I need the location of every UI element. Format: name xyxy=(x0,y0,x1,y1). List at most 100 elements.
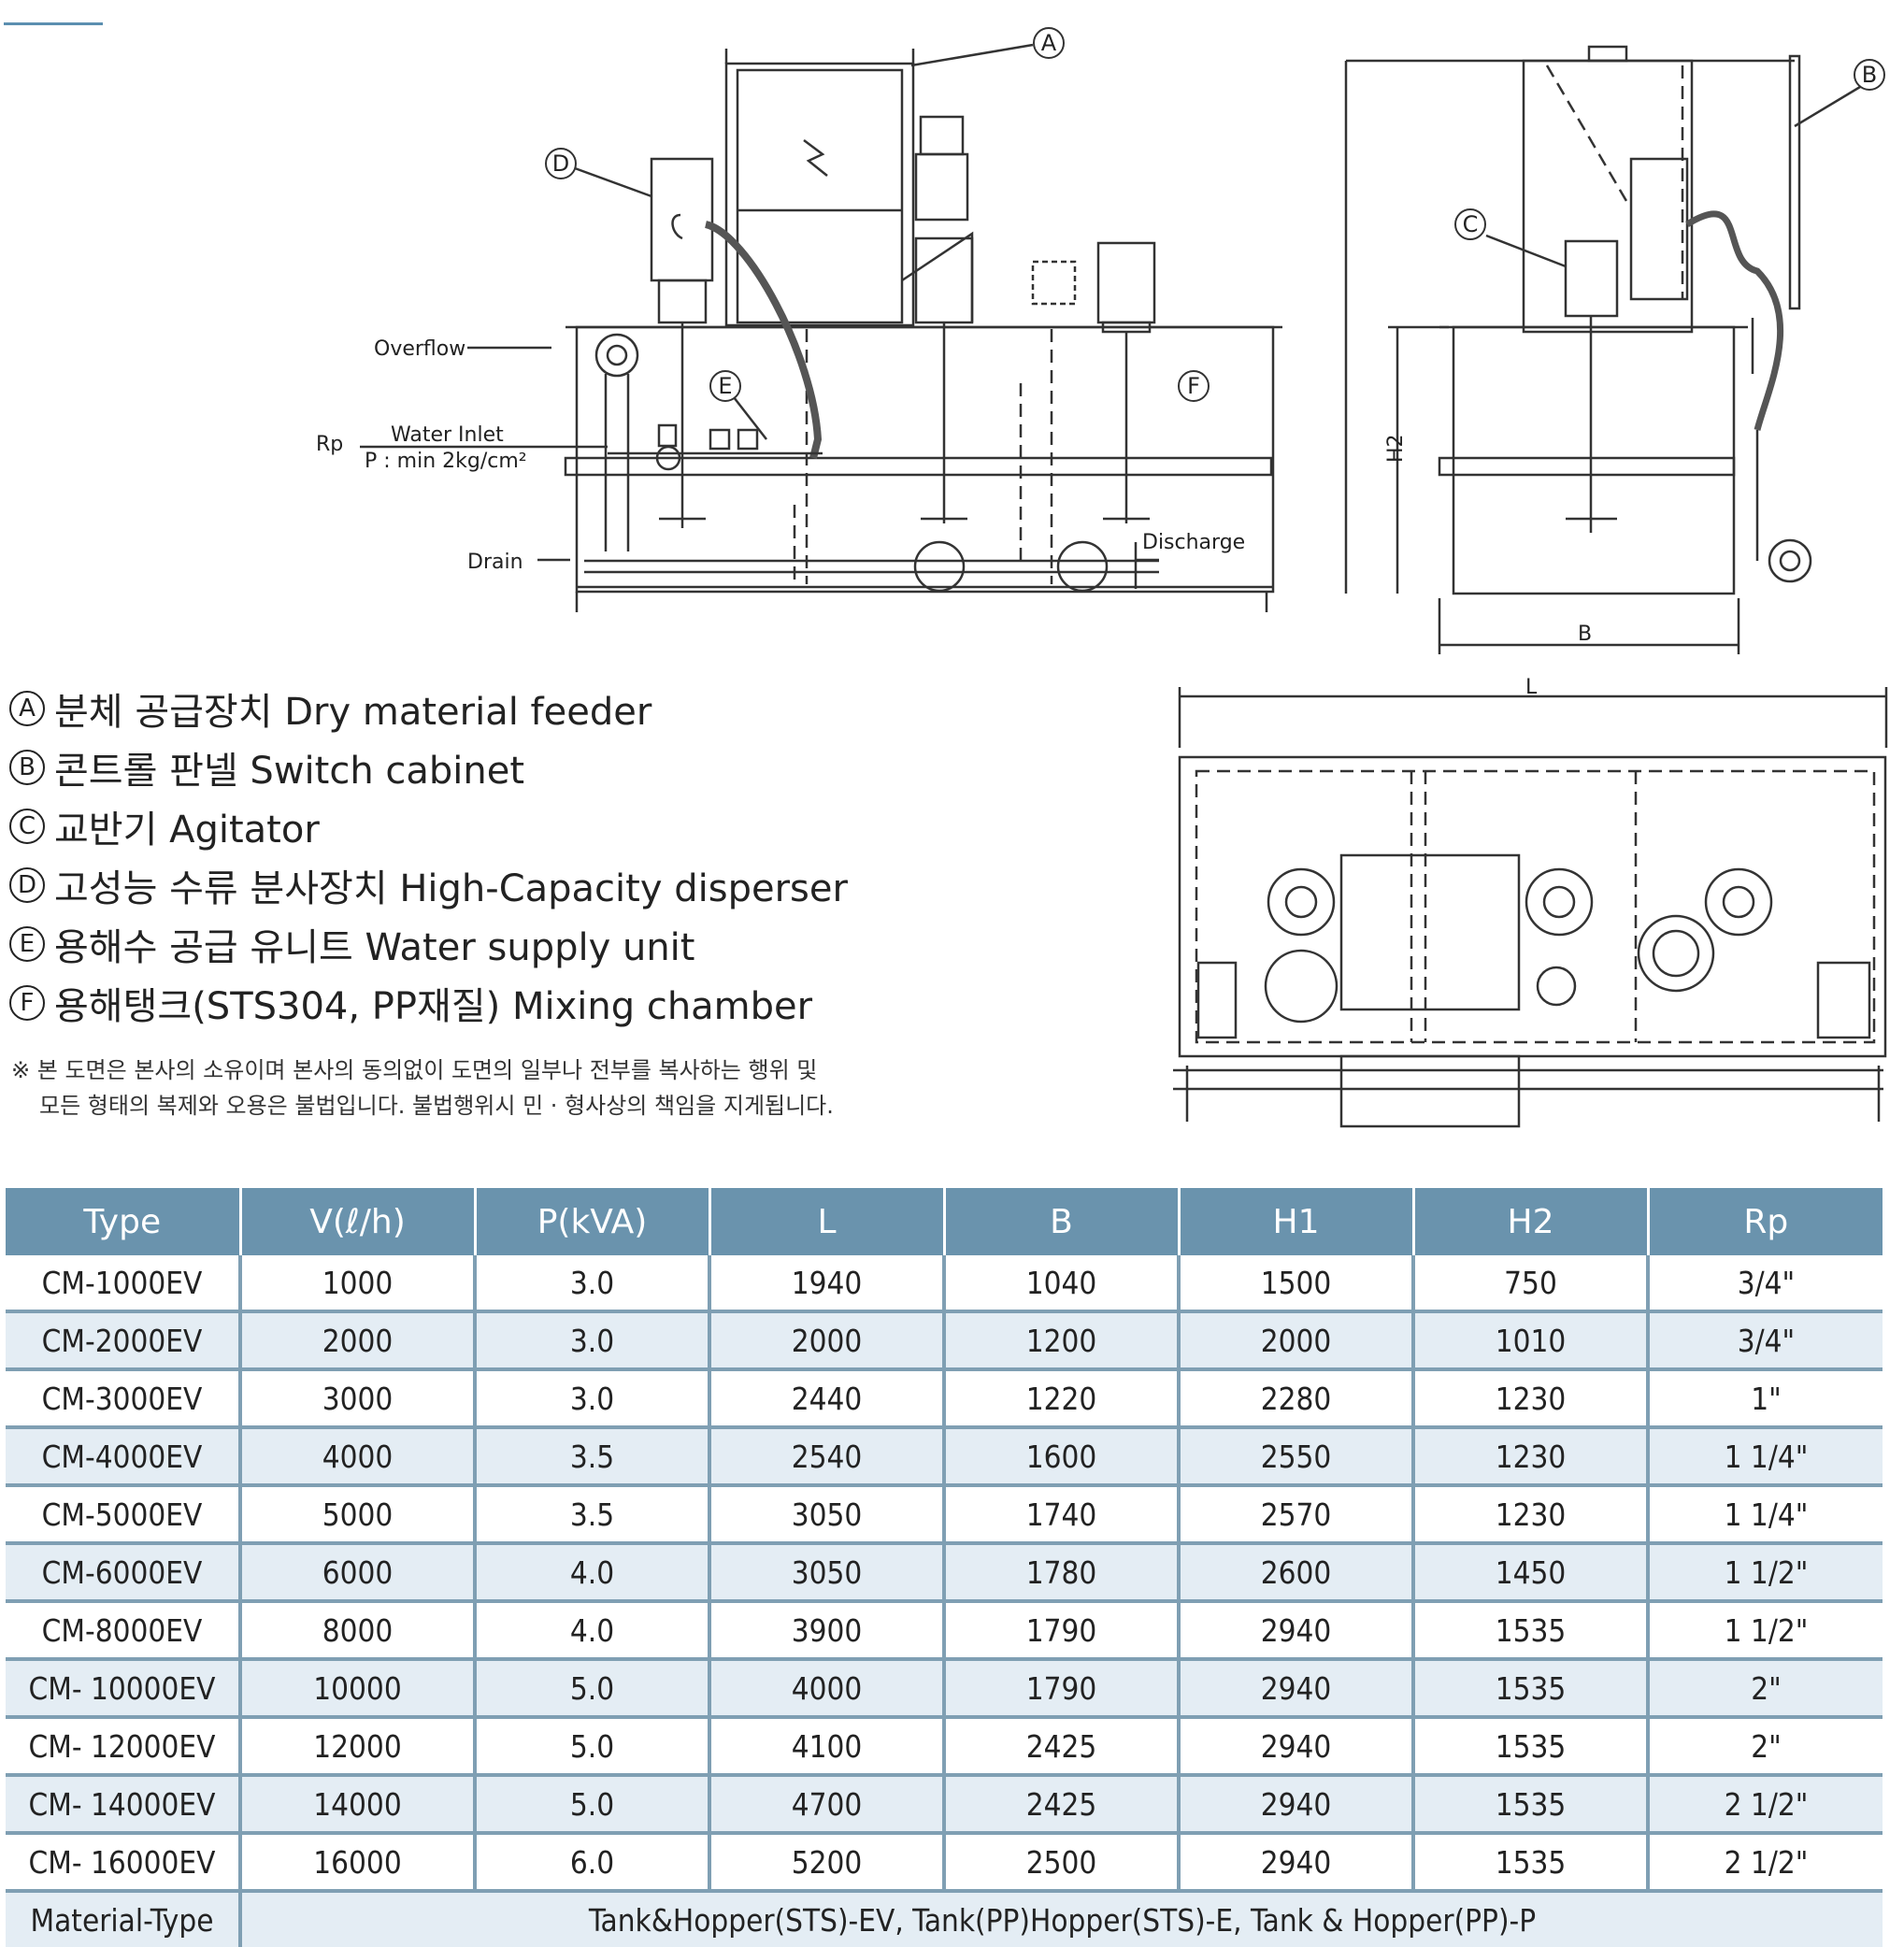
table-cell: 2" xyxy=(1648,1717,1883,1777)
legend-badge: B xyxy=(9,749,45,785)
legend-item-d: D 고성능 수류 분사장치 High-Capacity disperser xyxy=(9,855,1112,914)
table-cell: 1535 xyxy=(1413,1601,1650,1661)
table-cell: 1200 xyxy=(944,1311,1181,1371)
table-cell: 3050 xyxy=(709,1485,946,1545)
table-cell: CM-2000EV xyxy=(6,1311,242,1371)
notice-line-1: ※ 본 도면은 본사의 소유이며 본사의 동의없이 도면의 일부나 전부를 복사… xyxy=(11,1057,818,1083)
table-cell: 4000 xyxy=(240,1427,477,1487)
side-hopper xyxy=(1522,59,1694,334)
table-cell: 5.0 xyxy=(475,1717,711,1777)
header-b: B xyxy=(944,1188,1181,1255)
drawing-svg: Overflow Rp Water Inlet P : min 2kg/cm² … xyxy=(316,27,1888,1128)
table-cell: 2000 xyxy=(709,1311,946,1371)
table-cell: 3/4" xyxy=(1648,1311,1883,1371)
table-cell: 2940 xyxy=(1179,1601,1415,1661)
side-tank xyxy=(1452,325,1736,595)
label-water-inlet: Water Inlet xyxy=(391,423,504,447)
table-cell: 2425 xyxy=(944,1775,1181,1835)
table-cell: 12000 xyxy=(240,1717,477,1777)
table-cell: 1450 xyxy=(1413,1543,1650,1603)
legend-text: 콘트롤 판넬 Switch cabinet xyxy=(54,749,525,793)
table-cell: 16000 xyxy=(240,1833,477,1893)
table-cell: 2550 xyxy=(1179,1427,1415,1487)
table-cell: 1000 xyxy=(240,1255,477,1313)
table-cell: 750 xyxy=(1413,1255,1650,1313)
table-cell: 3.0 xyxy=(475,1311,711,1371)
label-rp: Rp xyxy=(316,433,343,456)
table-cell: 1 1/4" xyxy=(1648,1427,1883,1487)
top-view-frame xyxy=(1178,755,1887,1058)
table-cell: 1940 xyxy=(709,1255,946,1313)
callout-f: F xyxy=(1187,373,1200,399)
material-value: Tank&Hopper(STS)-EV, Tank(PP)Hopper(STS)… xyxy=(240,1891,1883,1947)
table-cell: 2 1/2" xyxy=(1648,1833,1883,1893)
table-cell: 1740 xyxy=(944,1485,1181,1545)
table-cell: CM-3000EV xyxy=(6,1369,242,1429)
callout-e: E xyxy=(718,373,732,399)
table-cell: 4100 xyxy=(709,1717,946,1777)
table-cell: 1500 xyxy=(1179,1255,1415,1313)
callout-a: A xyxy=(1041,30,1057,56)
table-cell: 2940 xyxy=(1179,1833,1415,1893)
spec-table: Type V(ℓ/h) P(kVA) L B H1 H2 Rp CM-1000E… xyxy=(6,1188,1883,1947)
table-cell: 4.0 xyxy=(475,1543,711,1603)
label-drain: Drain xyxy=(467,551,523,574)
legend-item-b: B 콘트롤 판넬 Switch cabinet xyxy=(9,737,1112,796)
table-cell: 1600 xyxy=(944,1427,1181,1487)
table-cell: CM-4000EV xyxy=(6,1427,242,1487)
table-cell: 2600 xyxy=(1179,1543,1415,1603)
table-cell: 2 1/2" xyxy=(1648,1775,1883,1835)
table-cell: 14000 xyxy=(240,1775,477,1835)
table-cell: 1220 xyxy=(944,1369,1181,1429)
table-cell: CM- 10000EV xyxy=(6,1659,242,1719)
table-cell: 5.0 xyxy=(475,1775,711,1835)
legend-item-f: F 용해탱크(STS304, PP재질) Mixing chamber xyxy=(9,973,1112,1032)
label-overflow: Overflow xyxy=(374,337,465,361)
table-cell: 1780 xyxy=(944,1543,1181,1603)
table-cell: 1010 xyxy=(1413,1311,1650,1371)
table-cell: 1 1/4" xyxy=(1648,1485,1883,1545)
table-cell: 10000 xyxy=(240,1659,477,1719)
legend-text: 교반기 Agitator xyxy=(54,808,320,852)
legend-text: 용해수 공급 유니트 Water supply unit xyxy=(54,925,695,969)
table-cell: 6000 xyxy=(240,1543,477,1603)
table-cell: CM- 14000EV xyxy=(6,1775,242,1835)
header-l: L xyxy=(709,1188,946,1255)
label-h2: H2 xyxy=(1384,434,1408,463)
legend-item-a: A 분체 공급장치 Dry material feeder xyxy=(9,679,1112,737)
table-cell: 2940 xyxy=(1179,1717,1415,1777)
component-legend: A 분체 공급장치 Dry material feeder B 콘트롤 판넬 S… xyxy=(9,679,1112,1032)
table-cell: 5.0 xyxy=(475,1659,711,1719)
table-cell: CM-8000EV xyxy=(6,1601,242,1661)
table-cell: 3.0 xyxy=(475,1369,711,1429)
callout-d: D xyxy=(552,150,569,177)
table-cell: 6.0 xyxy=(475,1833,711,1893)
table-cell: 2440 xyxy=(709,1369,946,1429)
table-cell: CM-5000EV xyxy=(6,1485,242,1545)
table-cell: 2940 xyxy=(1179,1659,1415,1719)
header-rp: Rp xyxy=(1648,1188,1883,1255)
side-agitator xyxy=(1564,239,1619,318)
notice-line-2: 모든 형태의 복제와 오용은 불법입니다. 불법행위시 민 · 형사상의 책임을… xyxy=(39,1093,834,1119)
legend-badge: E xyxy=(9,925,45,962)
table-cell: 4700 xyxy=(709,1775,946,1835)
header-power: P(kVA) xyxy=(475,1188,711,1255)
table-cell: 1 1/2" xyxy=(1648,1601,1883,1661)
table-cell: CM-6000EV xyxy=(6,1543,242,1603)
table-cell: 3/4" xyxy=(1648,1255,1883,1313)
table-cell: 3000 xyxy=(240,1369,477,1429)
table-cell: CM- 16000EV xyxy=(6,1833,242,1893)
table-cell: 2500 xyxy=(944,1833,1181,1893)
table-cell: 3900 xyxy=(709,1601,946,1661)
table-cell: 4000 xyxy=(709,1659,946,1719)
header-type: Type xyxy=(6,1188,242,1255)
front-ledge xyxy=(564,456,1273,477)
table-cell: 3.0 xyxy=(475,1255,711,1313)
label-pressure: P : min 2kg/cm² xyxy=(365,450,527,473)
